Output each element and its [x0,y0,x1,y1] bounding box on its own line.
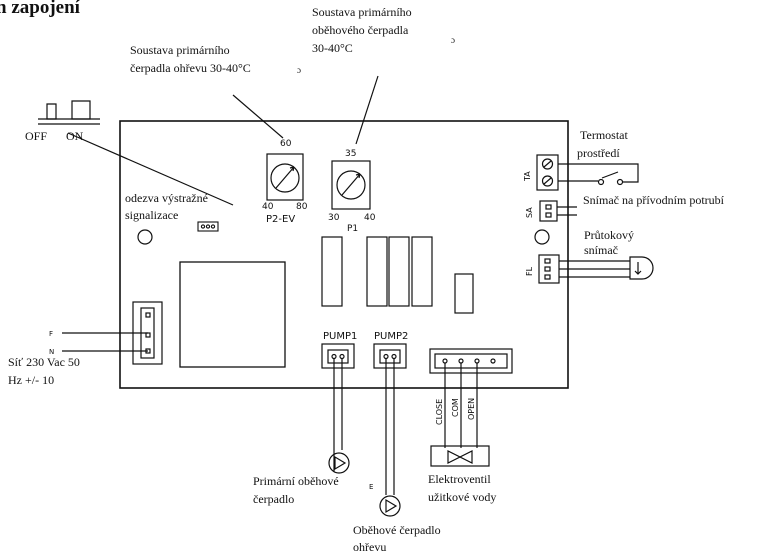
label-alarm: odezva výstražné signalizace [125,191,208,222]
svg-text:snímač: snímač [584,243,618,257]
svg-text:užitkové vody: užitkové vody [428,490,496,504]
valve-pin-close: CLOSE [435,399,444,425]
transformer [179,261,286,368]
svg-text:odezva výstražné: odezva výstražné [125,191,208,205]
control-board [119,120,569,389]
leader-line [232,94,284,139]
leader-line [67,132,234,206]
label-primary-pump: Primární oběhové čerpadlo [253,474,339,506]
dial-p2ev-min: 40 [262,202,274,212]
svg-text:ohřevu: ohřevu [353,540,386,554]
svg-text:Oběhové čerpadlo: Oběhové čerpadlo [353,523,441,537]
dial-p1-max: 40 [364,213,376,223]
diagram-title: n zapojení [0,0,81,18]
solenoid-valve-icon [430,445,490,467]
flow-sensor-connector [538,254,654,284]
label-flow-sensor: Průtokový snímač [584,228,634,257]
valve-connector [429,348,513,448]
e-mark: E [369,483,373,491]
svg-text:čerpadla ohřevu 30-40°C: čerpadla ohřevu 30-40°C [130,61,251,75]
svg-text:Síť 230 Vac 50: Síť 230 Vac 50 [8,355,80,369]
label-p2ev-system: Soustava primárního čerpadla ohřevu 30-4… [130,43,251,75]
pump2-connector [373,343,407,495]
power-switch [38,100,100,125]
mounting-hole [137,229,153,245]
svg-text:čerpadlo: čerpadlo [253,492,294,506]
dial-p2ev-max: 80 [296,202,308,212]
heating-pump-icon [379,495,401,517]
relays [321,236,474,314]
label-mains: Síť 230 Vac 50 Hz +/- 10 [8,355,80,387]
leader-line [355,75,379,145]
label-thermostat: Termostat prostředí [577,128,628,160]
pump1-label: PUMP1 [323,331,357,342]
mains-pin-f: F [49,330,53,338]
stray-mark: ɔ [451,35,455,45]
mounting-hole [534,229,550,245]
svg-text:30-40°C: 30-40°C [312,41,353,55]
dial-p1-name: P1 [347,224,358,234]
svg-text:Soustava primárního: Soustava primárního [130,43,230,57]
dial-p2ev-top: 60 [280,139,292,149]
stray-mark: ɔ [297,65,301,75]
pump2-label: PUMP2 [374,331,408,342]
svg-text:prostředí: prostředí [577,146,620,160]
dial-p1-min: 30 [328,213,340,223]
dial-p2ev [266,153,304,201]
sa-label: SA [525,207,534,218]
svg-text:oběhového čerpadla: oběhového čerpadla [312,23,409,37]
label-valve: Elektroventil užitkové vody [428,472,496,504]
label-p1-system: Soustava primárního oběhového čerpadla 3… [312,5,412,55]
label-supply-sensor: Snímač na přívodním potrubí [583,193,725,207]
mains-pin-n: N [49,348,54,356]
fl-label: FL [525,266,534,276]
valve-pin-com: COM [451,398,460,417]
pump1-connector [321,343,355,472]
svg-text:Hz +/- 10: Hz +/- 10 [8,373,54,387]
dial-p2ev-name: P2-EV [266,214,295,225]
svg-text:Termostat: Termostat [580,128,628,142]
thermostat-connector [536,154,639,191]
primary-pump-icon [328,452,350,474]
label-heating-pump: Oběhové čerpadlo ohřevu [353,523,441,554]
svg-text:Soustava primárního: Soustava primárního [312,5,412,19]
dial-p1 [331,160,371,210]
dial-p1-top: 35 [345,149,356,159]
alarm-connector [197,221,219,232]
svg-text:Elektroventil: Elektroventil [428,472,491,486]
supply-sensor-connector [539,200,577,222]
valve-pin-open: OPEN [467,398,476,420]
svg-text:signalizace: signalizace [125,208,178,222]
svg-text:Primární oběhové: Primární oběhové [253,474,339,488]
svg-text:Průtokový: Průtokový [584,228,634,242]
switch-off-label: OFF [25,129,47,143]
ta-label: TA [523,171,532,182]
mains-connector [62,301,163,365]
